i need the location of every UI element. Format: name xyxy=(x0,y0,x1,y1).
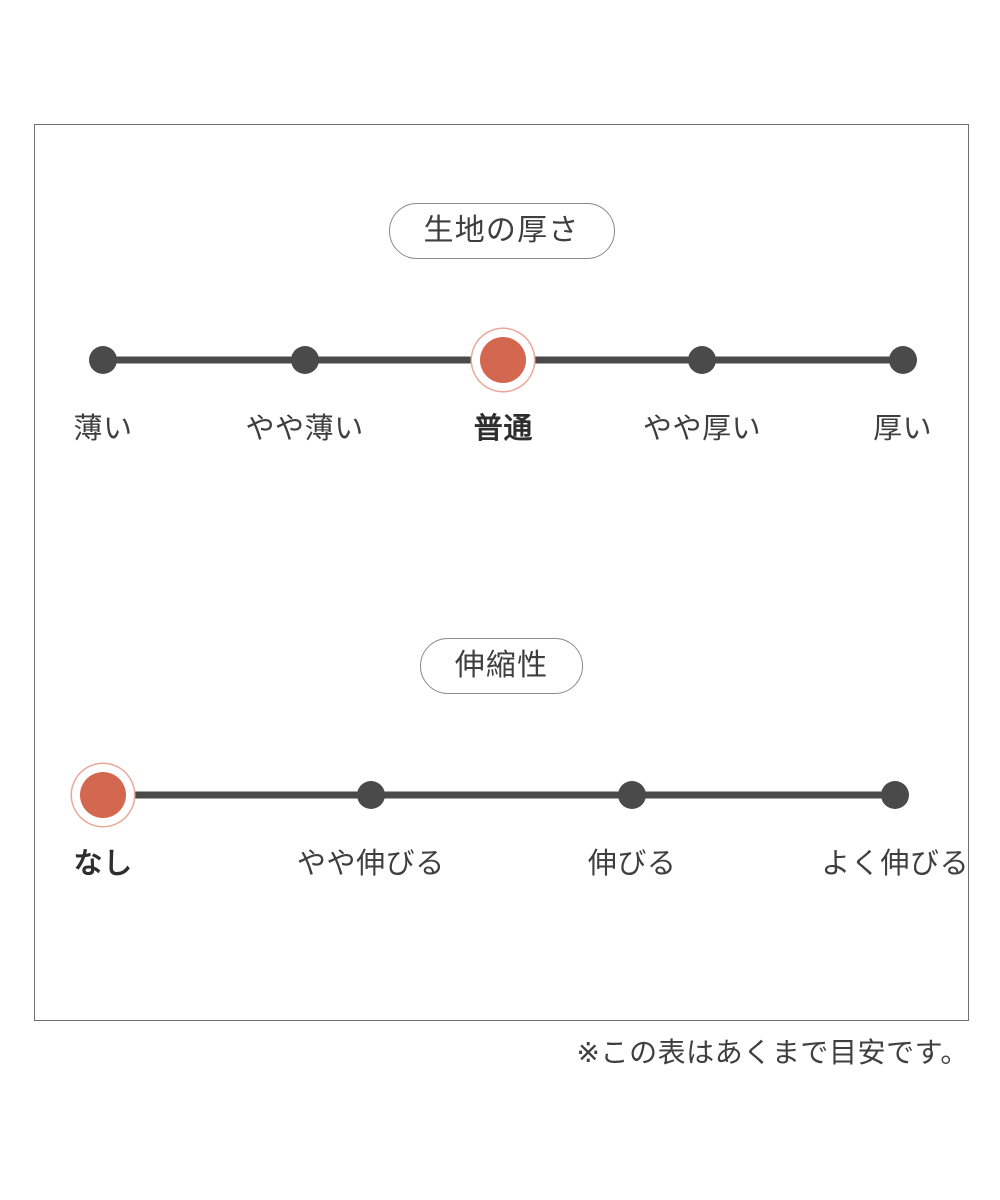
spec-panel: 生地の厚さ 薄い やや薄い 普通 やや厚い 厚い 伸縮性 xyxy=(34,124,969,1021)
stretch-label-2: 伸びる xyxy=(587,846,677,880)
thickness-label-4: 厚い xyxy=(873,411,933,445)
thickness-label-2-selected: 普通 xyxy=(473,411,533,445)
thickness-node-2-selected[interactable] xyxy=(480,337,527,383)
stretch-heading-row: 伸縮性 xyxy=(35,638,968,694)
thickness-node-0[interactable] xyxy=(89,346,118,374)
thickness-heading-pill: 生地の厚さ xyxy=(388,203,615,259)
disclaimer-note: ※この表はあくまで目安です。 xyxy=(576,1036,969,1069)
thickness-labels: 薄い やや薄い 普通 やや厚い 厚い xyxy=(35,411,968,457)
stretch-scale xyxy=(35,768,968,822)
stretch-heading-pill: 伸縮性 xyxy=(419,638,584,694)
thickness-node-3[interactable] xyxy=(688,346,717,374)
stretch-labels: なし やや伸びる 伸びる よく伸びる xyxy=(35,846,970,892)
stretch-label-0-selected: なし xyxy=(73,846,133,880)
stretch-label-3: よく伸びる xyxy=(821,846,970,880)
section-stretch: 伸縮性 なし やや伸びる 伸びる よく伸びる xyxy=(35,638,970,892)
stretch-node-2[interactable] xyxy=(618,781,647,809)
stretch-node-1[interactable] xyxy=(356,781,385,809)
thickness-label-3: やや厚い xyxy=(642,411,762,445)
thickness-heading-row: 生地の厚さ xyxy=(35,203,968,259)
stretch-node-0-selected[interactable] xyxy=(80,772,127,818)
thickness-label-0: 薄い xyxy=(73,411,133,445)
section-fabric-thickness: 生地の厚さ 薄い やや薄い 普通 やや厚い 厚い xyxy=(35,203,968,457)
stretch-node-3[interactable] xyxy=(881,781,910,809)
thickness-scale xyxy=(35,333,968,387)
thickness-label-1: やや薄い xyxy=(245,411,364,445)
stretch-scale-track xyxy=(103,791,896,799)
stretch-label-1: やや伸びる xyxy=(296,846,445,880)
thickness-node-4[interactable] xyxy=(888,346,917,374)
thickness-node-1[interactable] xyxy=(290,346,319,374)
